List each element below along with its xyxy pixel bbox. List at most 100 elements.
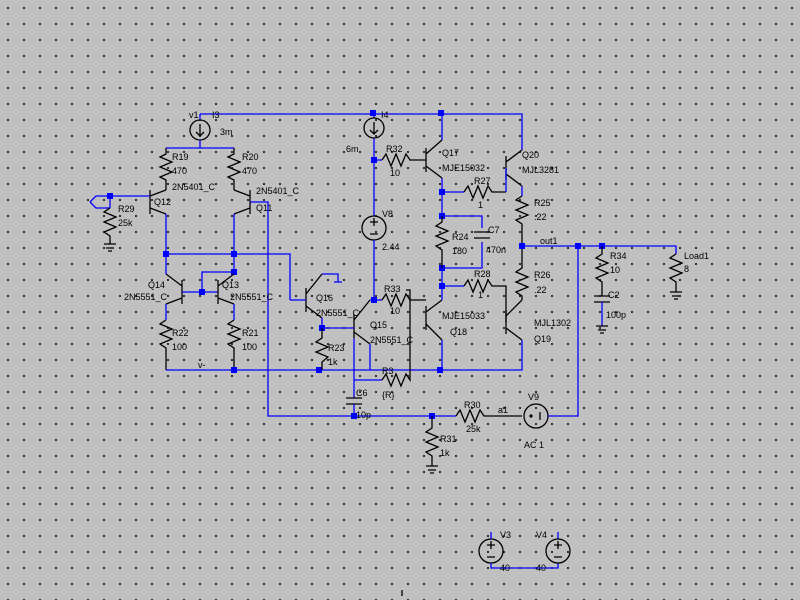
resistor-r21[interactable] bbox=[226, 319, 242, 370]
transistor-q12[interactable] bbox=[149, 189, 167, 254]
resistor-r25[interactable] bbox=[514, 195, 530, 262]
r28-label: R28 bbox=[474, 269, 491, 279]
transistor-q18[interactable] bbox=[425, 299, 443, 370]
load1-label: Load1 bbox=[684, 251, 709, 261]
r33-value: 10 bbox=[390, 306, 400, 316]
load1-value: 8 bbox=[684, 264, 689, 274]
out1-label: out1 bbox=[540, 236, 558, 246]
voltage-source-v3[interactable] bbox=[478, 532, 559, 569]
c7-value: 470n bbox=[486, 245, 506, 255]
transistor-q17[interactable] bbox=[425, 139, 443, 192]
resistor-r32[interactable] bbox=[374, 152, 426, 168]
resistor-r30[interactable] bbox=[455, 408, 522, 424]
resistor-r3[interactable] bbox=[354, 289, 411, 388]
r26-value: .22 bbox=[534, 285, 547, 295]
r32-value: 10 bbox=[390, 168, 400, 178]
r24-label: R24 bbox=[452, 232, 469, 242]
r21-value: 100 bbox=[242, 342, 257, 352]
v8-value: 2.44 bbox=[382, 242, 400, 252]
resistor-r34[interactable] bbox=[594, 246, 610, 296]
input-port[interactable] bbox=[89, 195, 150, 209]
resistor-r28[interactable] bbox=[442, 278, 507, 322]
q13-model: 2N5551_C bbox=[230, 292, 274, 302]
r3-value: {R} bbox=[382, 390, 395, 400]
resistor-r24[interactable] bbox=[434, 216, 450, 268]
q12-label: Q12 bbox=[154, 197, 171, 207]
r31-label: R31 bbox=[440, 434, 457, 444]
r22-value: 100 bbox=[172, 342, 187, 352]
c2-value: 100p bbox=[606, 310, 626, 320]
q12-model: 2N5401_C bbox=[172, 182, 216, 192]
q11-label: Q11 bbox=[256, 203, 272, 213]
capacitor-c6[interactable] bbox=[346, 338, 362, 416]
v9-label: V9 bbox=[528, 392, 539, 402]
voltage-source-v9[interactable] bbox=[523, 246, 579, 429]
resistor-load1[interactable] bbox=[668, 253, 684, 300]
resistor-r31[interactable] bbox=[424, 416, 440, 474]
transistor-q16[interactable] bbox=[290, 273, 342, 328]
transistor-q15[interactable] bbox=[322, 299, 371, 370]
transistor-q14[interactable] bbox=[165, 254, 218, 320]
q14-model: 2N5551_C bbox=[124, 292, 168, 302]
v4-label: V4 bbox=[536, 530, 547, 540]
voltage-source-v8[interactable] bbox=[361, 215, 387, 301]
i3-label: I3 bbox=[212, 110, 220, 120]
resistor-r33[interactable] bbox=[374, 292, 426, 308]
voltage-source-v4[interactable] bbox=[545, 538, 571, 564]
v3-label: V3 bbox=[500, 530, 511, 540]
q16-model: 2N5551_C bbox=[316, 308, 360, 318]
r28-value: 1 bbox=[478, 290, 483, 300]
r25-label: R25 bbox=[534, 198, 551, 208]
c2-label: C2 bbox=[608, 290, 620, 300]
i4-label: I4 bbox=[381, 110, 389, 120]
r34-value: 10 bbox=[610, 265, 620, 275]
q20-label: Q20 bbox=[522, 150, 539, 160]
capacitor-c7[interactable] bbox=[474, 231, 490, 239]
r20-value: 470 bbox=[242, 166, 257, 176]
r31-value: 1k bbox=[440, 448, 450, 458]
q17-label: Q17 bbox=[442, 148, 459, 158]
resistor-r26[interactable] bbox=[514, 262, 530, 300]
resistor-r29[interactable] bbox=[102, 207, 118, 252]
resistor-r20[interactable] bbox=[226, 148, 242, 190]
resistor-r27[interactable] bbox=[442, 184, 506, 200]
r33-label: R33 bbox=[384, 284, 401, 294]
r23-label: R23 bbox=[328, 343, 345, 353]
resistor-r22[interactable] bbox=[158, 319, 174, 370]
r27-value: 1 bbox=[478, 200, 483, 210]
transistor-q11[interactable] bbox=[233, 189, 251, 272]
r32-label: R32 bbox=[386, 144, 403, 154]
r3-label: R3 bbox=[382, 366, 394, 376]
c6-value: 10p bbox=[356, 410, 371, 420]
v4-value: 40 bbox=[536, 563, 546, 573]
capacitor-c2[interactable] bbox=[594, 295, 610, 334]
r30-label: R30 bbox=[464, 400, 481, 410]
transistor-q20[interactable] bbox=[505, 149, 523, 196]
q18-label: Q18 bbox=[450, 327, 467, 337]
i4-value: 6m bbox=[346, 144, 359, 154]
r19-label: R19 bbox=[172, 152, 189, 162]
q13-label: Q13 bbox=[222, 280, 239, 290]
resistor-r19[interactable] bbox=[158, 148, 174, 190]
v9-value: AC 1 bbox=[524, 440, 544, 450]
q17-model: MJE15032 bbox=[442, 163, 485, 173]
resistor-r23[interactable] bbox=[314, 328, 330, 370]
r27-label: R27 bbox=[474, 176, 491, 186]
q14-label: Q14 bbox=[148, 280, 165, 290]
current-source-i3[interactable] bbox=[166, 119, 234, 149]
r21-label: R21 bbox=[242, 328, 259, 338]
r25-value: .22 bbox=[534, 212, 547, 222]
transistor-q13[interactable] bbox=[217, 273, 235, 320]
r26-label: R26 bbox=[534, 270, 551, 280]
current-source-i4[interactable] bbox=[363, 117, 385, 216]
wire-top-rail bbox=[199, 113, 523, 150]
r23-value: 1k bbox=[328, 357, 338, 367]
r19-value: 470 bbox=[172, 166, 187, 176]
vminus-label: v- bbox=[198, 360, 206, 370]
transistor-q19[interactable] bbox=[505, 299, 523, 341]
r22-label: R22 bbox=[172, 328, 189, 338]
q19-label: Q19 bbox=[534, 334, 551, 344]
r29-label: R29 bbox=[118, 204, 135, 214]
